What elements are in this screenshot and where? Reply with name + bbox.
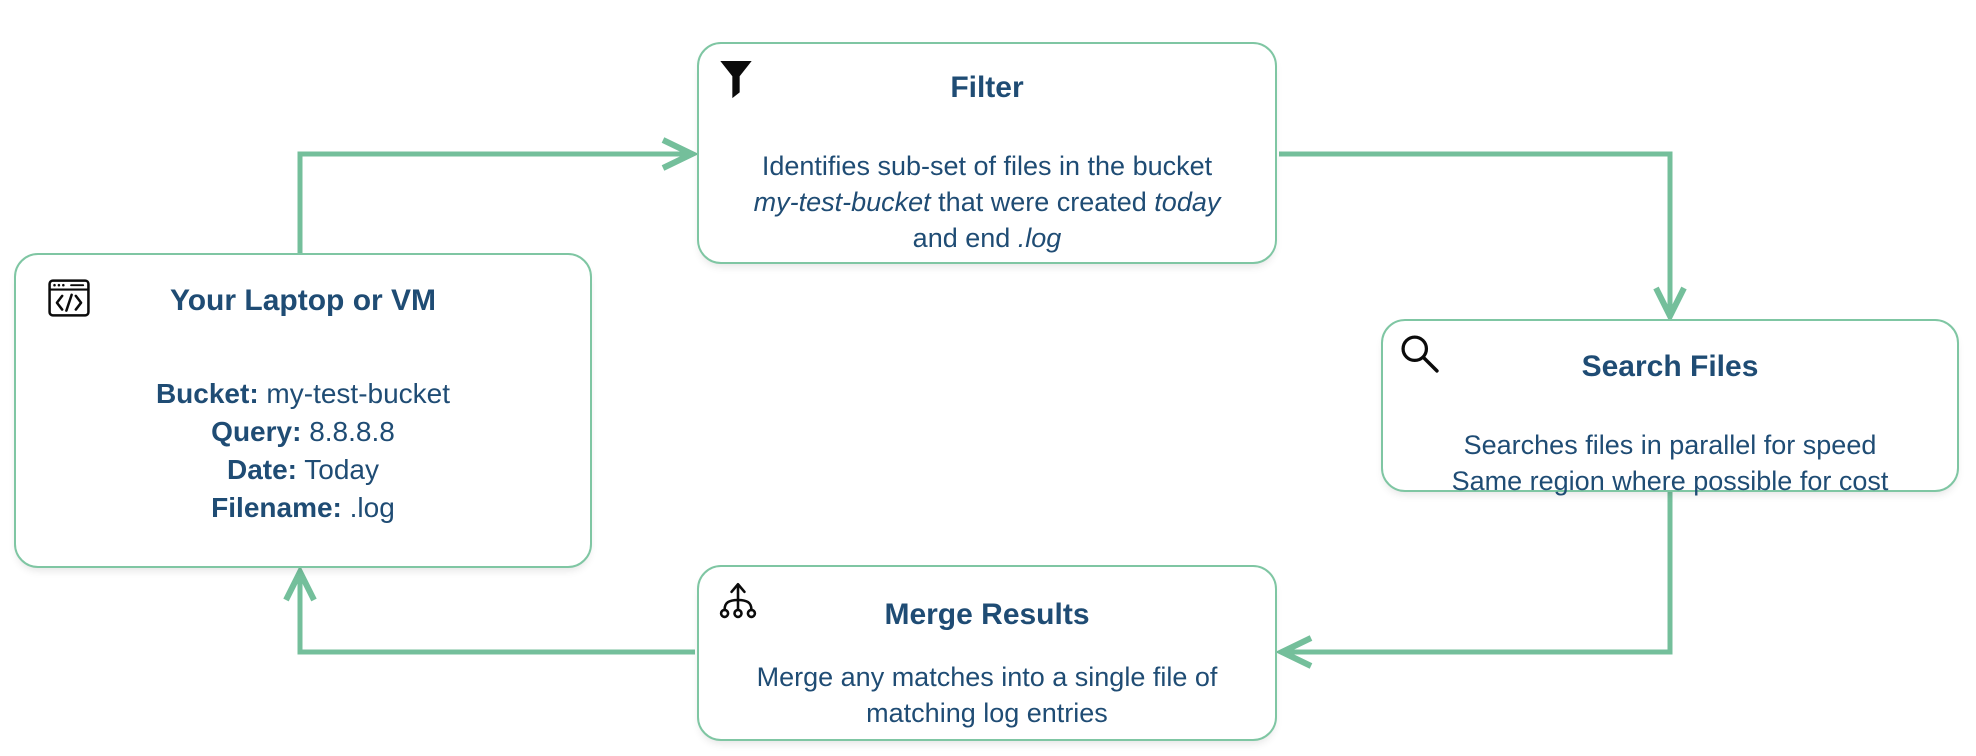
filter-node-title: Filter [950, 71, 1024, 104]
arrow-search-to-merge [1275, 492, 1673, 669]
filter-node: Filter Identifies sub-set of files in th… [697, 42, 1277, 264]
arrow-laptop-to-filter [297, 137, 699, 253]
funnel-icon [719, 60, 753, 106]
laptop-node-title: Your Laptop or VM [169, 284, 437, 317]
search-files-node: Search Files Searches files in parallel … [1381, 319, 1959, 496]
merge-results-node-title: Merge Results [884, 598, 1090, 631]
code-window-icon [48, 279, 90, 317]
filter-node-description: Identifies sub-set of files in the bucke… [753, 151, 1221, 253]
search-files-node-title: Search Files [1581, 350, 1759, 383]
magnifier-icon [1399, 333, 1441, 375]
laptop-node: Your Laptop or VM Bucket: my-test-bucket… [14, 253, 592, 568]
arrow-filter-to-search [1279, 151, 1687, 323]
merge-icon [717, 579, 759, 621]
merge-results-node: Merge Results Merge any matches into a s… [697, 565, 1277, 741]
arrow-merge-to-laptop [283, 565, 695, 655]
